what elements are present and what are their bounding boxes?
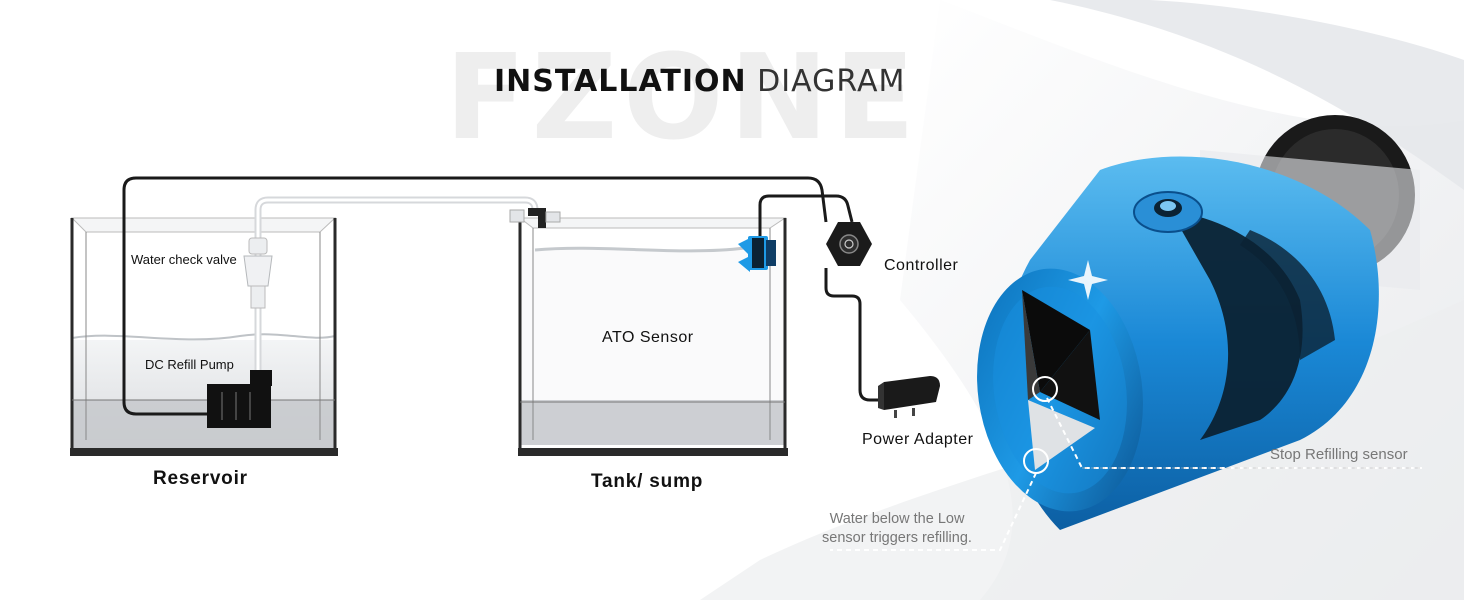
pump-cable bbox=[122, 176, 828, 416]
label-stop-refilling-sensor: Stop Refilling sensor bbox=[1270, 446, 1408, 463]
controller-cable bbox=[824, 268, 884, 402]
page-title: INSTALLATION DIAGRAM bbox=[494, 64, 905, 99]
label-low-sensor: Water below the Low sensor triggers refi… bbox=[812, 510, 982, 548]
label-dc-refill-pump: DC Refill Pump bbox=[145, 357, 234, 372]
low-sensor-line-2: sensor triggers refilling. bbox=[822, 530, 972, 546]
power-adapter-unit bbox=[878, 376, 940, 418]
sump-tank bbox=[518, 217, 788, 456]
label-ato-sensor: ATO Sensor bbox=[602, 329, 694, 346]
dc-refill-pump bbox=[207, 370, 272, 428]
ato-sensor-unit bbox=[738, 236, 776, 272]
refill-tubing bbox=[254, 196, 539, 370]
outlet-elbow bbox=[509, 208, 561, 228]
sensor-cable bbox=[758, 194, 854, 238]
leader-lines bbox=[830, 397, 1422, 551]
label-power-adapter: Power Adapter bbox=[862, 431, 974, 448]
controller-unit bbox=[826, 222, 872, 266]
label-reservoir: Reservoir bbox=[153, 468, 248, 489]
low-sensor-line-1: Water below the Low bbox=[829, 511, 965, 527]
label-controller: Controller bbox=[884, 257, 959, 274]
label-water-check-valve: Water check valve bbox=[131, 252, 237, 267]
title-bold: INSTALLATION bbox=[494, 64, 747, 99]
sensor-closeup bbox=[977, 115, 1420, 530]
brand-watermark: FZONE bbox=[445, 28, 921, 166]
check-valve bbox=[243, 237, 273, 309]
reservoir-tank bbox=[70, 217, 338, 456]
title-light: DIAGRAM bbox=[757, 64, 906, 99]
label-tank-sump: Tank/ sump bbox=[591, 471, 704, 492]
